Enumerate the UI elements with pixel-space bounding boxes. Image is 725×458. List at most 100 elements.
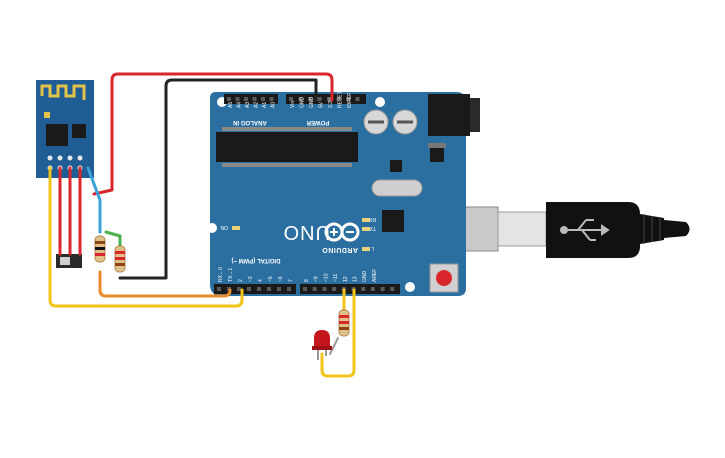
resistor-band xyxy=(339,327,349,330)
resistor-band xyxy=(115,257,125,260)
header-pin[interactable] xyxy=(308,97,312,101)
pin-label: A5 xyxy=(228,102,234,108)
red-led xyxy=(312,330,332,360)
digital-header-high xyxy=(300,284,400,294)
header-pin[interactable] xyxy=(267,287,271,291)
header-pin[interactable] xyxy=(361,287,366,291)
rx-led xyxy=(362,218,370,222)
resistor-band xyxy=(95,247,105,250)
pin-label: IOREF xyxy=(347,93,353,108)
wire-gnd xyxy=(118,78,318,280)
header-pin[interactable] xyxy=(303,287,307,291)
header-pin[interactable] xyxy=(277,287,281,291)
header-pin[interactable] xyxy=(235,97,240,101)
analog-header-label: ANALOG IN xyxy=(233,119,267,125)
header-pin[interactable] xyxy=(289,97,293,101)
digital-header-low xyxy=(214,284,296,294)
power-header-label: POWER xyxy=(306,119,329,125)
usb-cable xyxy=(429,202,690,258)
pin-label: 5V xyxy=(319,101,325,108)
on-led xyxy=(232,226,240,230)
header-pin[interactable] xyxy=(380,287,385,291)
esp8266-wifi-module xyxy=(36,80,94,178)
resistor-band xyxy=(115,263,125,266)
digital-header-label: DIGITAL (PWM ~) xyxy=(232,257,281,263)
header-pin[interactable] xyxy=(237,287,241,291)
header-pin[interactable] xyxy=(227,97,231,101)
switch-knob[interactable] xyxy=(60,257,70,265)
pin-label: A2 xyxy=(254,102,260,108)
resistor-band xyxy=(339,315,349,318)
resistor-band xyxy=(115,251,125,254)
usb-cable-end xyxy=(664,220,690,238)
led-lead xyxy=(329,337,339,355)
esp-led xyxy=(44,112,50,118)
arduino-uno-board: RX TX L ON ARDUINO UNO ANALOG IN POWER D… xyxy=(207,91,480,296)
pin-label: Vin xyxy=(290,101,296,108)
pin-label: A0 xyxy=(271,102,277,108)
pin-label: RESET xyxy=(338,91,344,108)
chip-pins-bottom xyxy=(222,163,352,167)
wire-3v3 xyxy=(92,72,334,196)
resistor-1 xyxy=(94,235,106,263)
board-branding: ARDUINO UNO xyxy=(283,221,360,253)
pin-label: ~3 xyxy=(248,276,254,282)
dc-jack-back xyxy=(470,98,480,132)
header-pin[interactable] xyxy=(370,287,375,291)
header-pin[interactable] xyxy=(336,97,341,101)
pin-label: ~11 xyxy=(333,274,339,282)
usb-plug-metal xyxy=(497,211,547,247)
header-pin[interactable] xyxy=(317,97,322,101)
header-pin[interactable] xyxy=(327,97,331,101)
header-pin[interactable] xyxy=(257,287,261,291)
slide-switch[interactable] xyxy=(56,254,82,268)
l-led xyxy=(362,247,370,251)
mount-hole xyxy=(207,223,217,233)
header-pin[interactable] xyxy=(346,97,350,101)
header-pin[interactable] xyxy=(298,97,303,101)
wire-tx-yellow xyxy=(48,166,244,308)
wire-rx-orange xyxy=(98,270,232,298)
resistor-band xyxy=(95,253,105,256)
header-pin[interactable] xyxy=(261,97,265,101)
led-body xyxy=(314,330,330,348)
header-pin[interactable] xyxy=(244,97,248,101)
pin-label: 7 xyxy=(288,279,294,282)
header-pin[interactable] xyxy=(287,287,291,291)
header-pin[interactable] xyxy=(332,287,337,291)
pin-label: TX→1 xyxy=(228,268,234,282)
header-pin[interactable] xyxy=(322,287,327,291)
resistor-2 xyxy=(114,245,126,273)
crystal-oscillator xyxy=(371,179,423,197)
header-pin[interactable] xyxy=(312,287,317,291)
usb-symbol-icon xyxy=(560,219,610,241)
header-pin[interactable] xyxy=(390,287,395,291)
atmega-chip xyxy=(216,132,358,162)
usb-interface-chip xyxy=(382,210,404,232)
pin-label: 4 xyxy=(258,279,264,282)
pin-label: GND xyxy=(362,271,368,283)
antenna-trace-icon xyxy=(40,84,86,100)
header-pin[interactable] xyxy=(252,97,257,101)
model-label: UNO xyxy=(283,221,330,243)
header-pin[interactable] xyxy=(247,287,251,291)
header-pin[interactable] xyxy=(269,97,274,101)
header-pin[interactable] xyxy=(217,287,221,291)
pin-label: 12 xyxy=(343,276,349,282)
esp-chip xyxy=(46,124,68,146)
tx-label: TX xyxy=(369,225,376,231)
analog-header xyxy=(224,94,278,104)
pin-label: 2 xyxy=(238,279,244,282)
pin-label: ~6 xyxy=(278,276,284,282)
header-pin[interactable] xyxy=(355,97,360,101)
usb-strain-ridges xyxy=(643,214,661,244)
reset-button[interactable] xyxy=(436,270,452,286)
l-label: L xyxy=(371,245,374,251)
pin-label: A3 xyxy=(245,102,251,108)
pin-label: ~10 xyxy=(323,273,329,282)
pin-label: 3.3V xyxy=(328,97,334,108)
pin-label: 8 xyxy=(304,279,310,282)
